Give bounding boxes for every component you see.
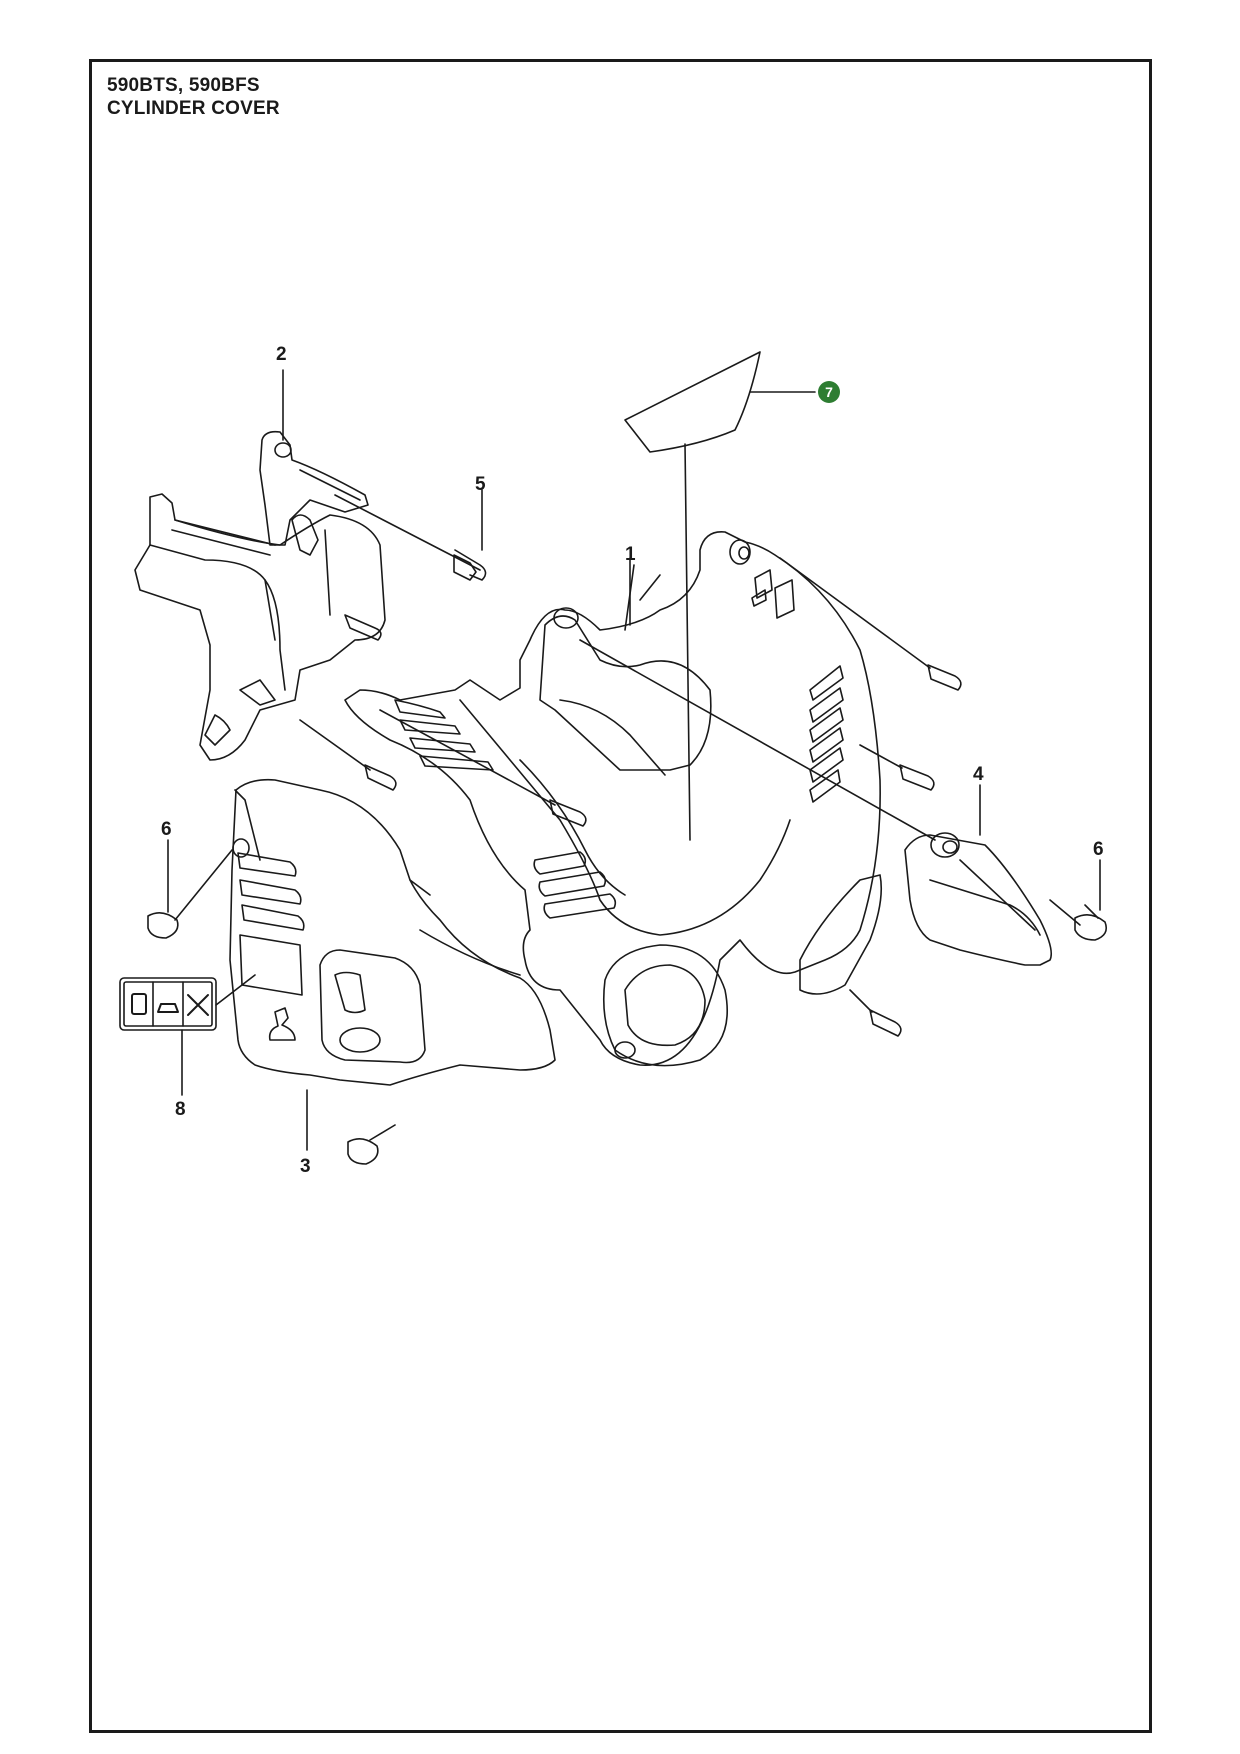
part-2-bracket xyxy=(134,430,386,761)
leader-lines xyxy=(167,369,1101,1151)
section-title: CYLINDER COVER xyxy=(107,98,280,119)
model-number: 590BTS, 590BFS xyxy=(107,75,260,96)
callout-5: 5 xyxy=(475,474,486,495)
part-7-decal xyxy=(624,351,816,841)
callout-6-left: 6 xyxy=(161,819,172,840)
page-title: 590BTS, 590BFS CYLINDER COVER xyxy=(107,74,280,120)
callout-7: 7 xyxy=(825,384,833,400)
drawing-frame xyxy=(89,59,1152,1733)
part-3-front-cover xyxy=(229,778,556,1086)
callouts: 2 5 1 4 6 6 8 3 7 xyxy=(161,344,1104,1177)
callout-8: 8 xyxy=(175,1099,186,1120)
part-8-label xyxy=(119,974,256,1096)
part-4-side-cover xyxy=(904,832,1053,966)
callout-3: 3 xyxy=(300,1156,311,1177)
part-1-main-cover xyxy=(344,531,883,1067)
callout-6-right: 6 xyxy=(1093,839,1104,860)
screws xyxy=(147,494,1108,1165)
callout-7-highlight: 7 xyxy=(818,381,840,403)
callout-4: 4 xyxy=(973,764,984,785)
callout-1: 1 xyxy=(625,544,636,565)
callout-2: 2 xyxy=(276,344,287,365)
